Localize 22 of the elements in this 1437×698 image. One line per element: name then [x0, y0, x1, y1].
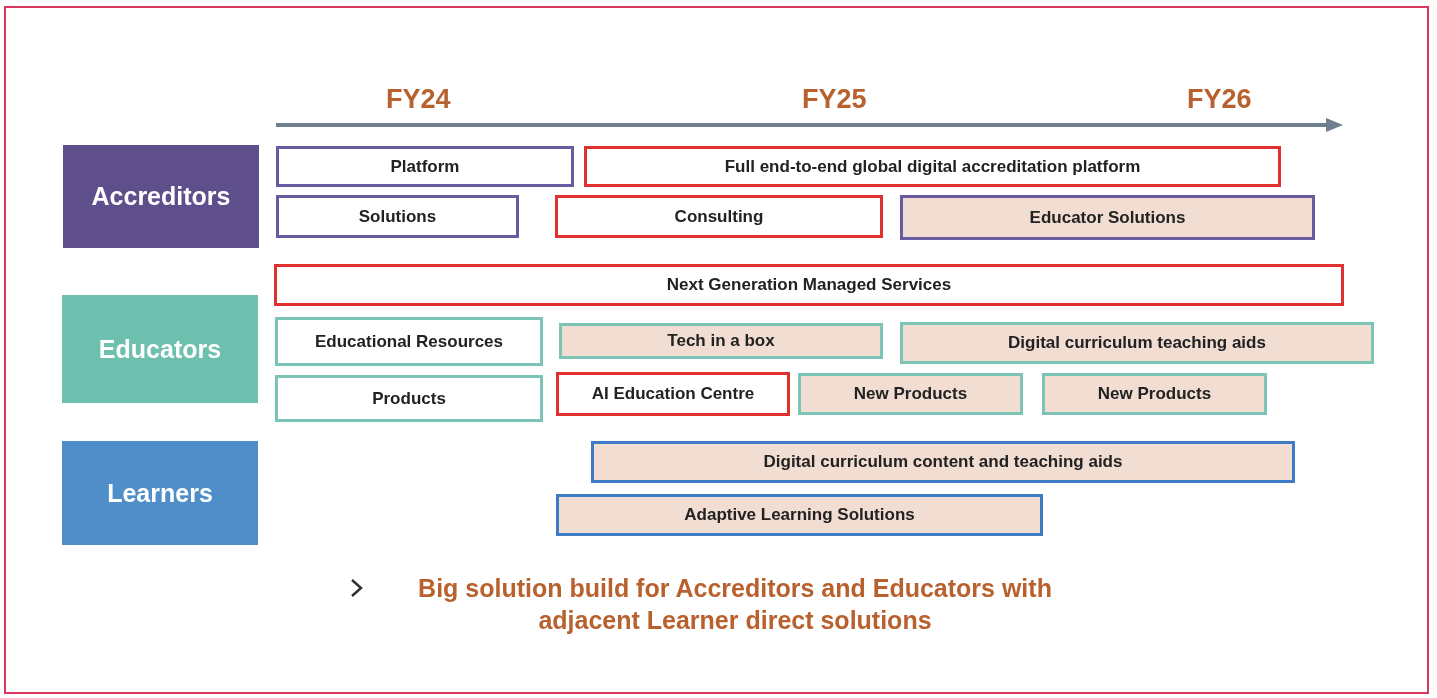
year-label: FY25 — [802, 84, 867, 115]
roadmap-bar: Digital curriculum content and teaching aids — [591, 441, 1295, 483]
caption: Big solution build for Accreditors and Educators with adjacent Learner direct solutions — [417, 573, 1053, 636]
year-label: FY26 — [1187, 84, 1252, 115]
roadmap-bar: Full end-to-end global digital accreditation platform — [584, 146, 1281, 187]
roadmap-bar: Educational Resources — [275, 317, 543, 366]
roadmap-bar: AI Education Centre — [556, 372, 790, 416]
roadmap-bar: Educator Solutions — [900, 195, 1315, 240]
year-label: FY24 — [386, 84, 451, 115]
roadmap-bar: Solutions — [276, 195, 519, 238]
row-header: Accreditors — [63, 145, 259, 248]
roadmap-bar: Tech in a box — [559, 323, 883, 359]
row-header: Learners — [62, 441, 258, 545]
roadmap-bar: Products — [275, 375, 543, 422]
roadmap-bar: New Products — [798, 373, 1023, 415]
roadmap-bar: Next Generation Managed Services — [274, 264, 1344, 306]
roadmap-bar: Adaptive Learning Solutions — [556, 494, 1043, 536]
roadmap-bar: Consulting — [555, 195, 883, 238]
roadmap-bar: Digital curriculum teaching aids — [900, 322, 1374, 364]
roadmap-bar: New Products — [1042, 373, 1267, 415]
roadmap-bar: Platform — [276, 146, 574, 187]
row-header: Educators — [62, 295, 258, 403]
